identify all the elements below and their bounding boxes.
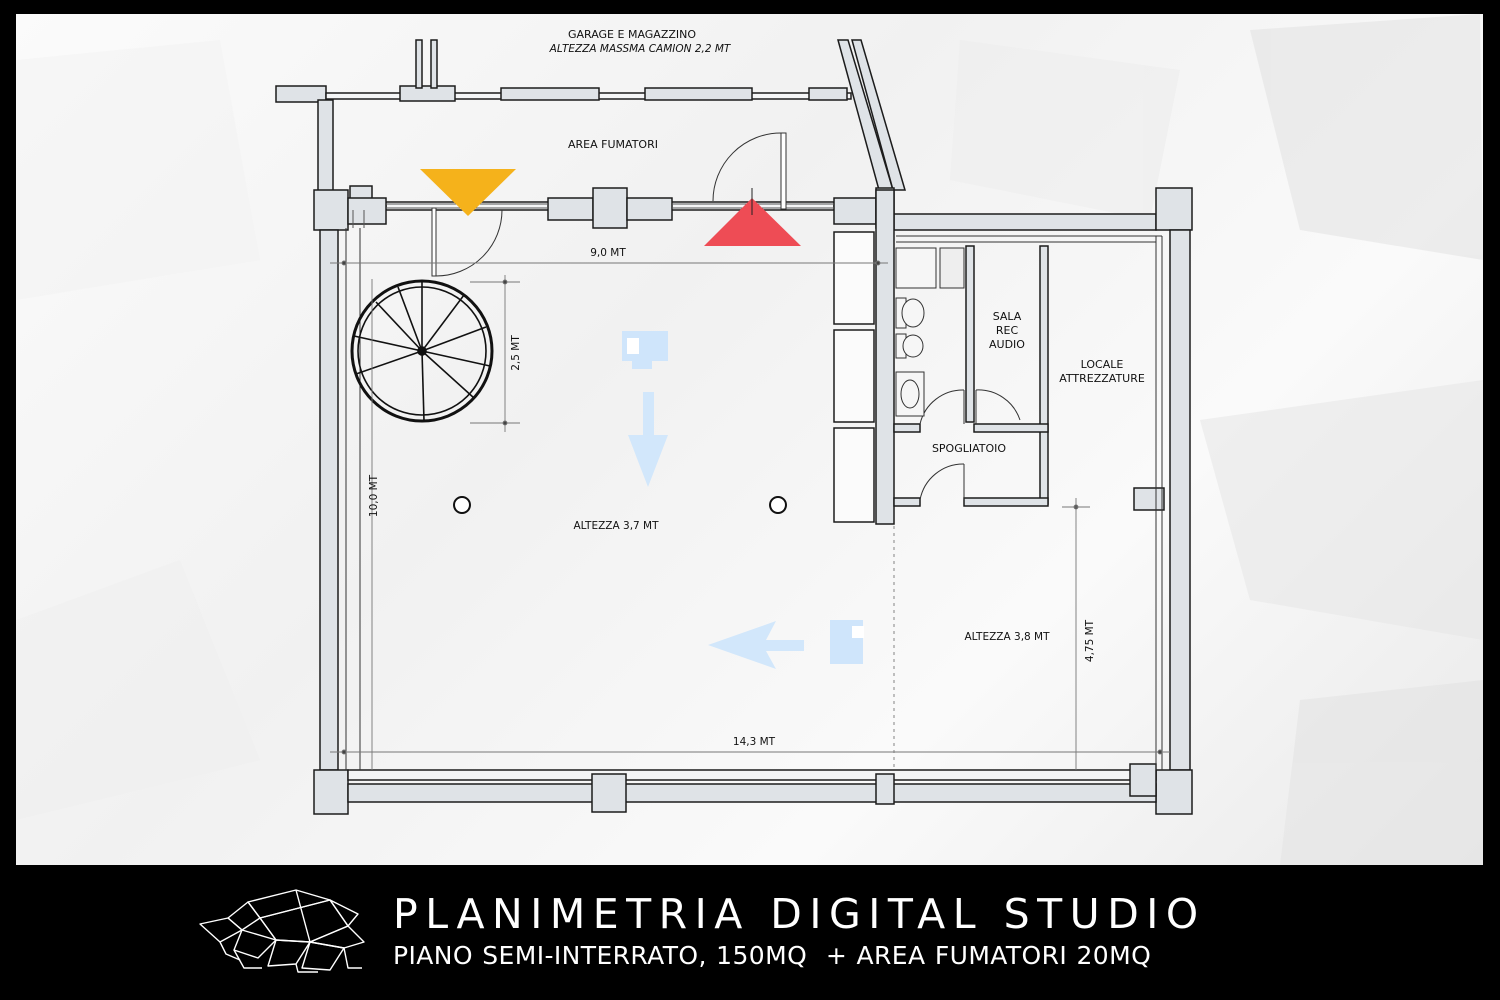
smoking-area-label: AREA FUMATORI bbox=[568, 138, 658, 151]
footer-subtitle: PIANO SEMI-INTERRATO, 150MQ + AREA FUMAT… bbox=[393, 941, 1152, 970]
garage-subtitle: ALTEZZA MASSMA CAMION 2,2 MT bbox=[549, 43, 732, 55]
rhino-logo-icon bbox=[199, 889, 365, 973]
spiral-staircase bbox=[350, 279, 494, 423]
doors bbox=[431, 132, 1021, 501]
bathroom-fixtures bbox=[895, 247, 965, 417]
audio-room-label-1: SALA bbox=[993, 310, 1022, 323]
entrance-triangle-icon bbox=[420, 169, 516, 216]
exit-triangle-icon bbox=[704, 198, 801, 246]
equipment-room-label-1: LOCALE bbox=[1081, 358, 1124, 371]
dimension-width-top: 9,0 MT bbox=[590, 247, 626, 259]
direction-arrow-icon bbox=[628, 392, 668, 487]
floor-plan-drawing: GARAGE E MAGAZZINO ALTEZZA MASSMA CAMION… bbox=[16, 14, 1483, 865]
garage-title: GARAGE E MAGAZZINO bbox=[568, 28, 696, 41]
camera-icon bbox=[622, 331, 668, 369]
columns bbox=[453, 496, 787, 514]
equipment-room-label-2: ATTREZZATURE bbox=[1059, 372, 1145, 385]
dimension-lines bbox=[330, 260, 1170, 770]
changing-room-label: SPOGLIATOIO bbox=[932, 442, 1006, 455]
dimension-width-bottom: 14,3 MT bbox=[733, 736, 776, 748]
footer-title: PLANIMETRIA DIGITAL STUDIO bbox=[393, 890, 1206, 938]
background-facets bbox=[16, 14, 1483, 865]
dimension-height-left: 10,0 MT bbox=[368, 474, 380, 517]
audio-room-label-2: REC bbox=[996, 324, 1019, 337]
ceiling-height-right: ALTEZZA 3,8 MT bbox=[964, 631, 1050, 643]
ceiling-height-main: ALTEZZA 3,7 MT bbox=[573, 520, 659, 532]
direction-arrow-icon bbox=[708, 621, 804, 669]
floor-plan-panel: GARAGE E MAGAZZINO ALTEZZA MASSMA CAMION… bbox=[16, 14, 1483, 865]
dimension-stair: 2,5 MT bbox=[510, 335, 522, 371]
walls bbox=[275, 39, 1193, 815]
audio-room-label-3: AUDIO bbox=[989, 338, 1025, 351]
dimension-right: 4,75 MT bbox=[1084, 619, 1096, 662]
camera-icon bbox=[830, 620, 864, 664]
